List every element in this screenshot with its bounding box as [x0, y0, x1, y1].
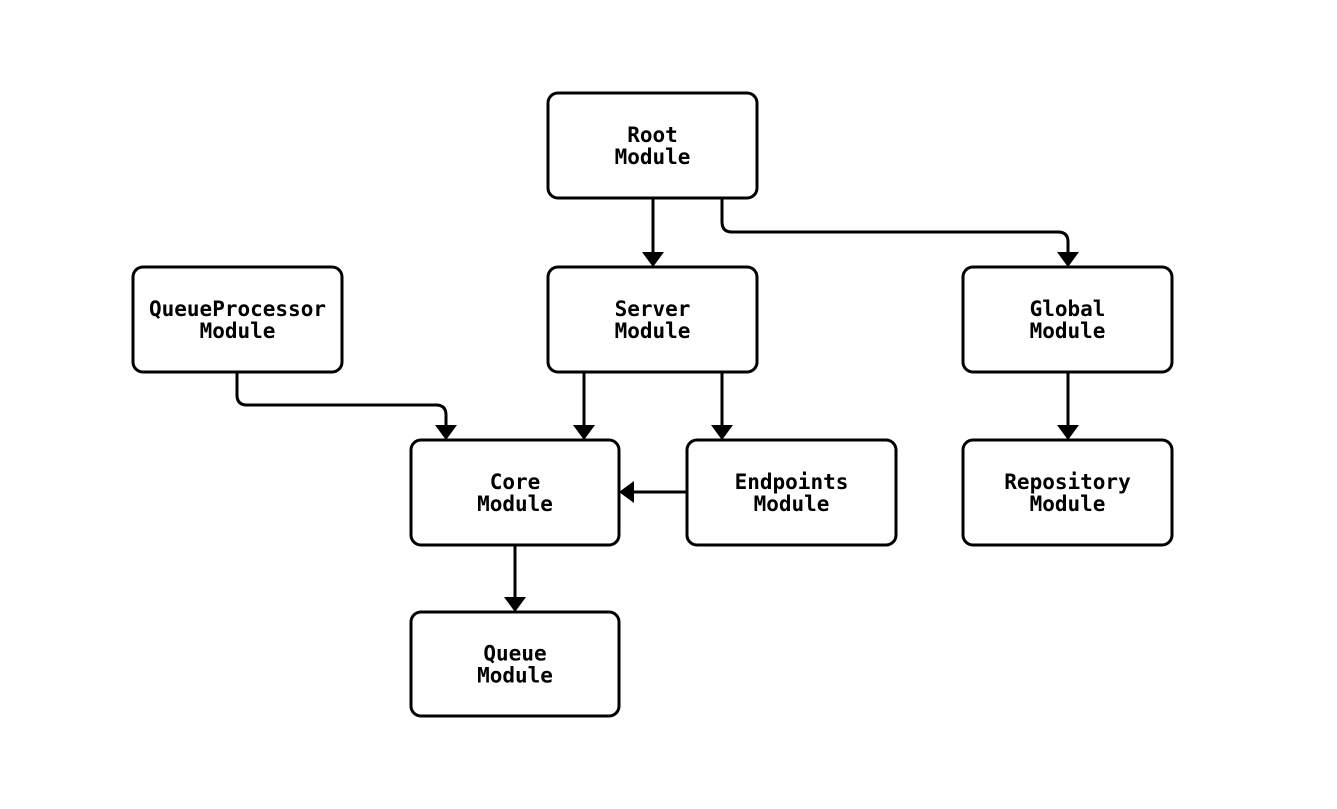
node-label-line: Endpoints — [735, 470, 849, 494]
node-label-line: QueueProcessor — [149, 297, 326, 321]
arrowhead-icon — [504, 597, 526, 612]
edge-root-to-global — [720, 198, 1079, 267]
node-box — [409, 438, 621, 547]
node-label-line: Module — [1030, 492, 1106, 516]
edge-core-to-queue — [504, 545, 526, 612]
edge-server-to-endpoints — [711, 372, 733, 440]
node-label-line: Queue — [483, 641, 546, 665]
edge-global-to-repository — [1057, 372, 1079, 440]
edge-root-to-server — [642, 198, 664, 267]
node-label-line: Module — [615, 145, 691, 169]
node-label-line: Repository — [1004, 470, 1131, 494]
edge-endpoints-to-core — [619, 481, 687, 503]
arrowhead-icon — [1057, 252, 1079, 267]
node-label-line: Module — [1030, 319, 1106, 343]
node-box — [961, 438, 1174, 547]
node-label-line: Server — [615, 297, 691, 321]
node-box — [685, 438, 898, 547]
edge-line — [720, 198, 1070, 252]
node-label-line: Module — [615, 319, 691, 343]
node-label-line: Global — [1030, 297, 1106, 321]
node-label-line: Module — [200, 319, 276, 343]
edge-queueprocessor-to-core — [235, 372, 457, 440]
node-box — [546, 265, 759, 374]
node-box — [546, 91, 759, 200]
arrowhead-icon — [711, 425, 733, 440]
arrowhead-icon — [642, 252, 664, 267]
node-box — [961, 265, 1174, 374]
node-label-line: Module — [477, 663, 553, 687]
arrowhead-icon — [435, 425, 457, 440]
arrowhead-icon — [573, 425, 595, 440]
edge-server-to-core — [573, 372, 595, 440]
edge-line — [235, 372, 448, 425]
node-label-line: Core — [490, 470, 541, 494]
arrowhead-icon — [619, 481, 634, 503]
node-label-line: Root — [627, 123, 678, 147]
node-label-line: Module — [477, 492, 553, 516]
node-label-line: Module — [754, 492, 830, 516]
node-box — [131, 265, 344, 374]
node-box — [409, 610, 621, 718]
arrowhead-icon — [1057, 425, 1079, 440]
